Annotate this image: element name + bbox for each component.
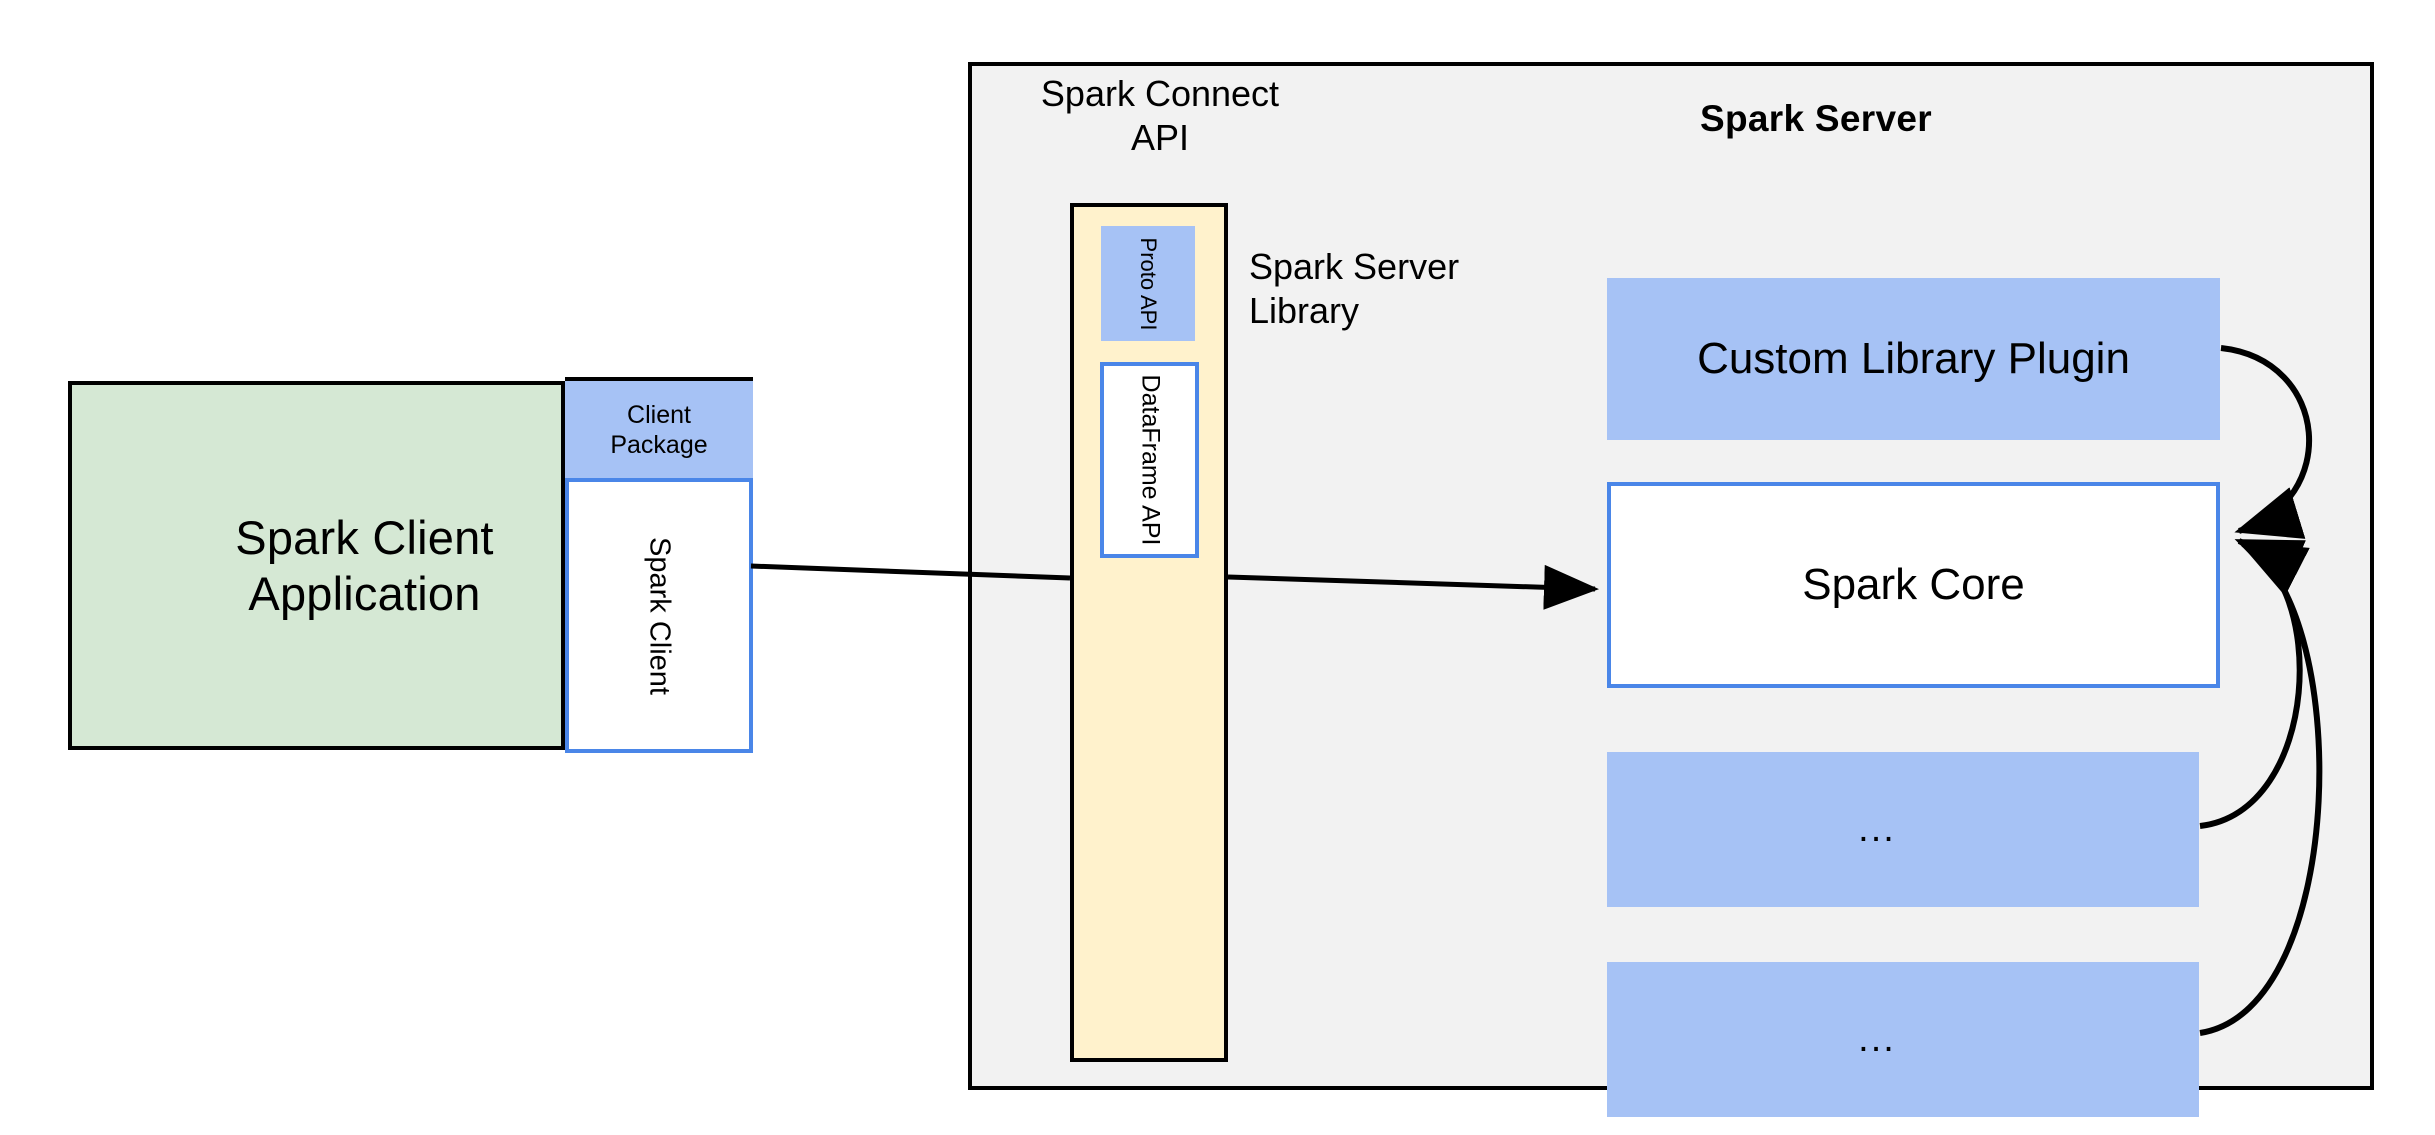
custom-library-plugin-label: Custom Library Plugin — [1697, 334, 2130, 383]
ellipsis-box-2: ... — [1607, 962, 2199, 1117]
proto-api-box: Proto API — [1101, 226, 1195, 341]
spark-connect-api-label: Spark Connect API — [1040, 73, 1280, 158]
spark-server-library-label: Spark Server Library — [1249, 246, 1460, 331]
spark-core-box: Spark Core — [1607, 482, 2220, 688]
client-package-label: Client Package — [610, 400, 708, 459]
spark-client-library-label: Spark Client — [643, 536, 676, 695]
spark-server-title: Spark Server — [1700, 98, 1932, 139]
ellipsis-box-1: ... — [1607, 752, 2199, 907]
spark-connect-api-column — [1070, 203, 1228, 1062]
client-package-box: Client Package — [565, 377, 753, 478]
proto-api-label: Proto API — [1136, 237, 1161, 330]
spark-client-application-box: Spark Client Application — [68, 381, 565, 750]
dataframe-api-label: DataFrame API — [1136, 374, 1164, 546]
ellipsis-box-1-label: ... — [1858, 808, 1896, 851]
spark-core-label: Spark Core — [1802, 560, 2025, 609]
custom-library-plugin-box: Custom Library Plugin — [1607, 278, 2220, 440]
spark-client-application-label: Spark Client Application — [235, 511, 494, 620]
ellipsis-box-2-label: ... — [1858, 1018, 1896, 1061]
spark-client-library-box: Spark Client — [565, 478, 753, 753]
dataframe-api-box: DataFrame API — [1100, 362, 1199, 558]
